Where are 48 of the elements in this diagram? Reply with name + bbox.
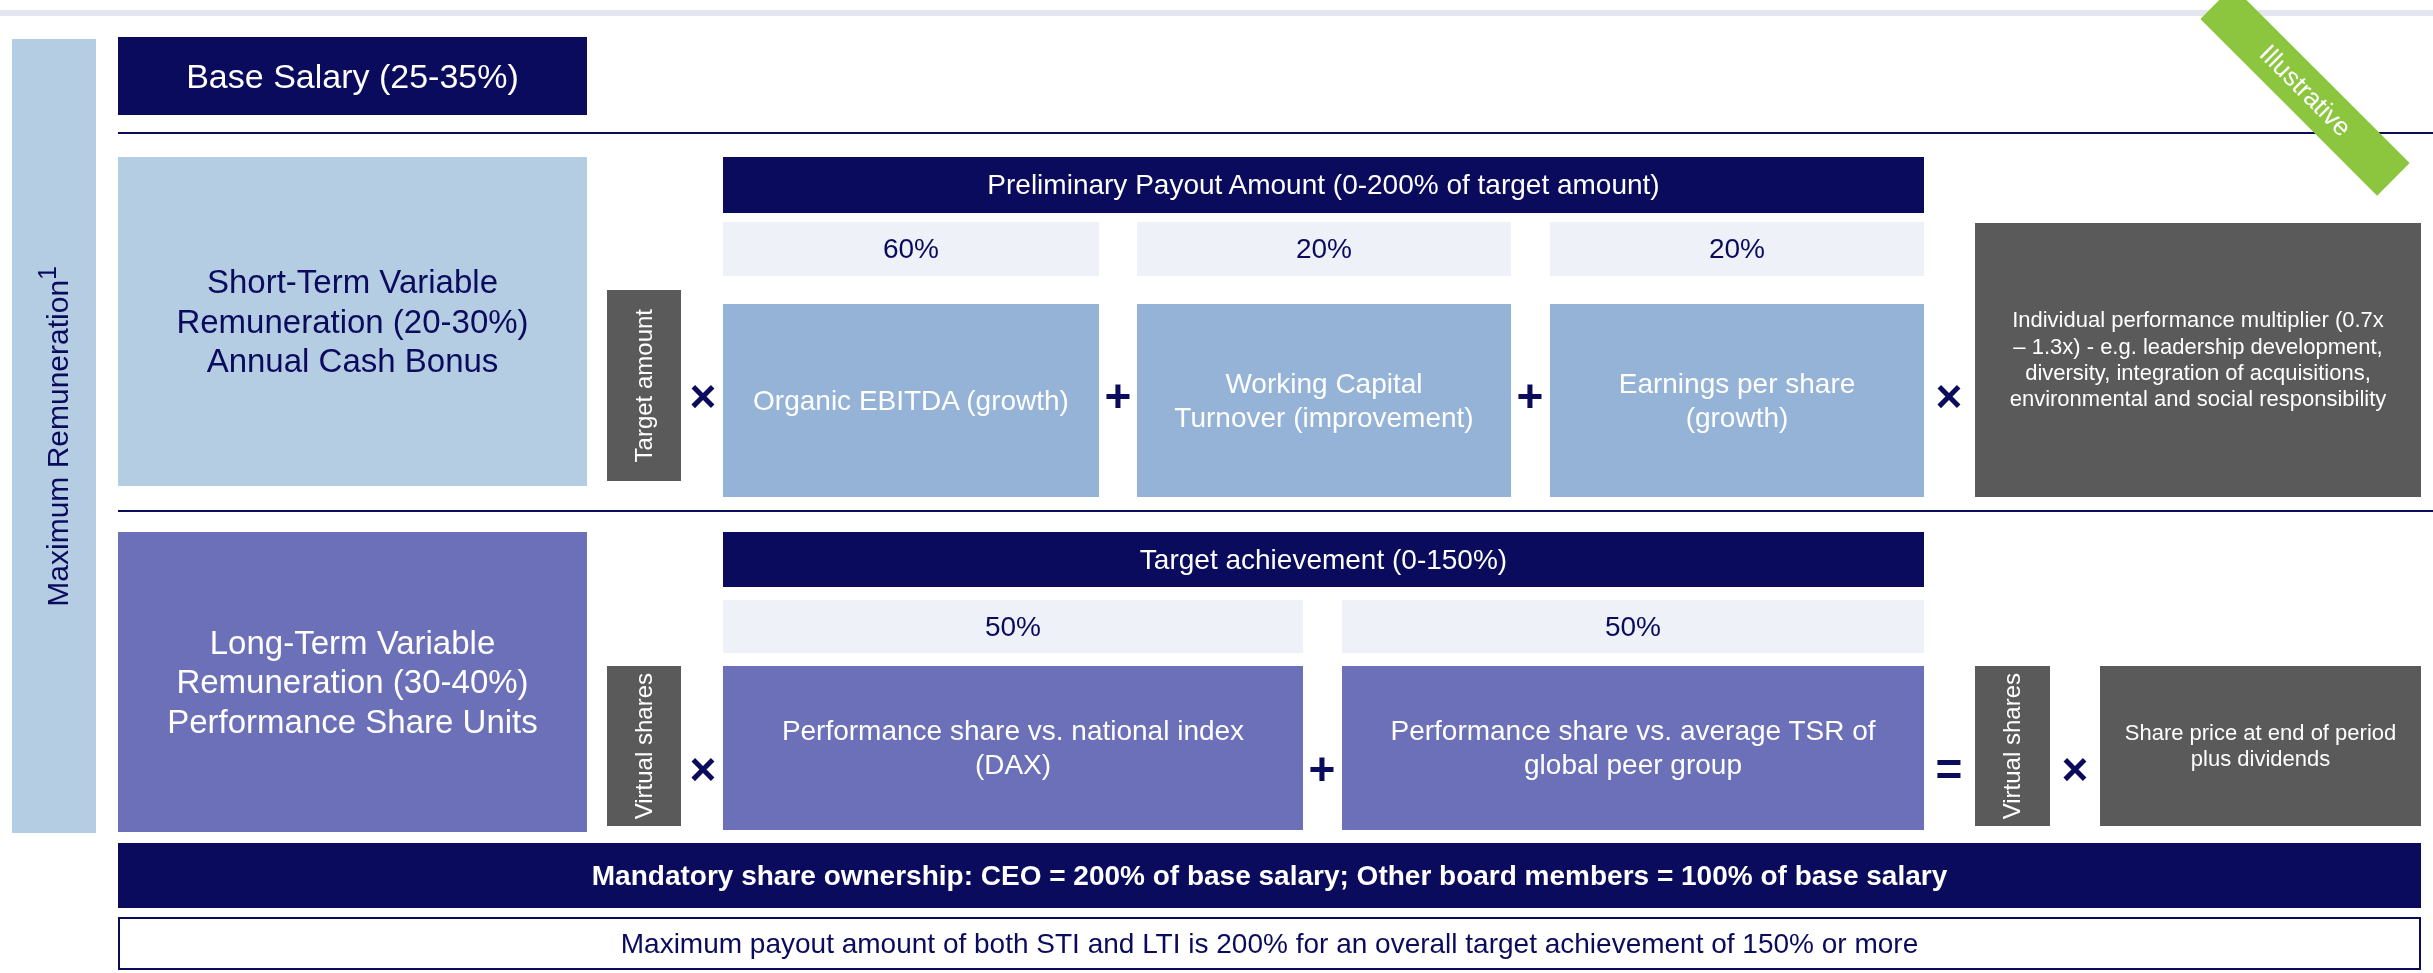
box-text: Virtual shares bbox=[1998, 672, 2027, 820]
box-text: 50% bbox=[984, 609, 1041, 644]
box-text: Target achievement (0-150%) bbox=[1139, 542, 1508, 577]
box-text: Performance share vs. average TSR of global peer group bbox=[1389, 714, 1877, 782]
box-text: 60% bbox=[882, 232, 939, 266]
box-text: Preliminary Payout Amount (0-200% of target amount) bbox=[987, 168, 1660, 202]
box-text: Mandatory share ownership: CEO = 200% of base salary; Other board members = 100% of base salary bbox=[591, 858, 1948, 893]
factor-box bbox=[607, 666, 681, 826]
kpi-box bbox=[1550, 304, 1924, 497]
operator-sign: + bbox=[1308, 746, 1336, 792]
box-text: Short-Term Variable Remuneration (20-30%) Annual Cash Bonus bbox=[175, 262, 530, 381]
factor-box bbox=[607, 290, 681, 481]
note-bar bbox=[118, 843, 2421, 908]
operator-sign: = bbox=[1935, 746, 1963, 792]
kpi-box bbox=[1342, 666, 1924, 830]
box-text: 20% bbox=[1708, 232, 1765, 266]
factor-box bbox=[1975, 666, 2050, 826]
box-text: Share price at end of period plus dividends bbox=[2123, 719, 2398, 773]
kpi-box bbox=[723, 304, 1099, 497]
header-bar bbox=[723, 532, 1924, 587]
operator-sign: × bbox=[689, 373, 717, 419]
title-bar bbox=[118, 37, 587, 115]
box-text: Earnings per share (growth) bbox=[1617, 366, 1857, 435]
factor-box bbox=[1975, 223, 2421, 497]
box-text: Target amount bbox=[629, 308, 658, 463]
box-text: Organic EBITDA (growth) bbox=[753, 383, 1069, 418]
operator-sign: + bbox=[1104, 373, 1132, 419]
box-text: 20% bbox=[1295, 232, 1352, 266]
factor-box bbox=[2100, 666, 2421, 826]
header-bar bbox=[723, 157, 1924, 213]
side-bar bbox=[12, 39, 96, 833]
box-text: Individual performance multiplier (0.7x – 1.3x) - e.g. leadership development, diversity, integration of acquisitions, environmental and social responsibility bbox=[2009, 307, 2387, 413]
category-box bbox=[118, 157, 587, 486]
category-box bbox=[118, 532, 587, 832]
box-text: Working Capital Turnover (improvement) bbox=[1173, 366, 1475, 435]
kpi-box bbox=[1137, 304, 1511, 497]
operator-sign: + bbox=[1516, 373, 1544, 419]
operator-sign: × bbox=[2061, 746, 2089, 792]
note-box bbox=[118, 917, 2421, 970]
box-text: Performance share vs. national index (DAX) bbox=[780, 714, 1246, 782]
box-text: 50% bbox=[1604, 609, 1661, 644]
kpi-box bbox=[723, 666, 1303, 830]
box-text: Base Salary (25-35%) bbox=[186, 55, 519, 97]
box-text: Long-Term Variable Remuneration (30-40%) Performance Share Units bbox=[166, 622, 539, 742]
box-text: Maximum payout amount of both STI and LTI is 200% for an overall target achievement of 150% or more bbox=[620, 926, 1919, 961]
box-text: Virtual shares bbox=[629, 672, 658, 820]
operator-sign: × bbox=[1935, 373, 1963, 419]
operator-sign: × bbox=[689, 746, 717, 792]
